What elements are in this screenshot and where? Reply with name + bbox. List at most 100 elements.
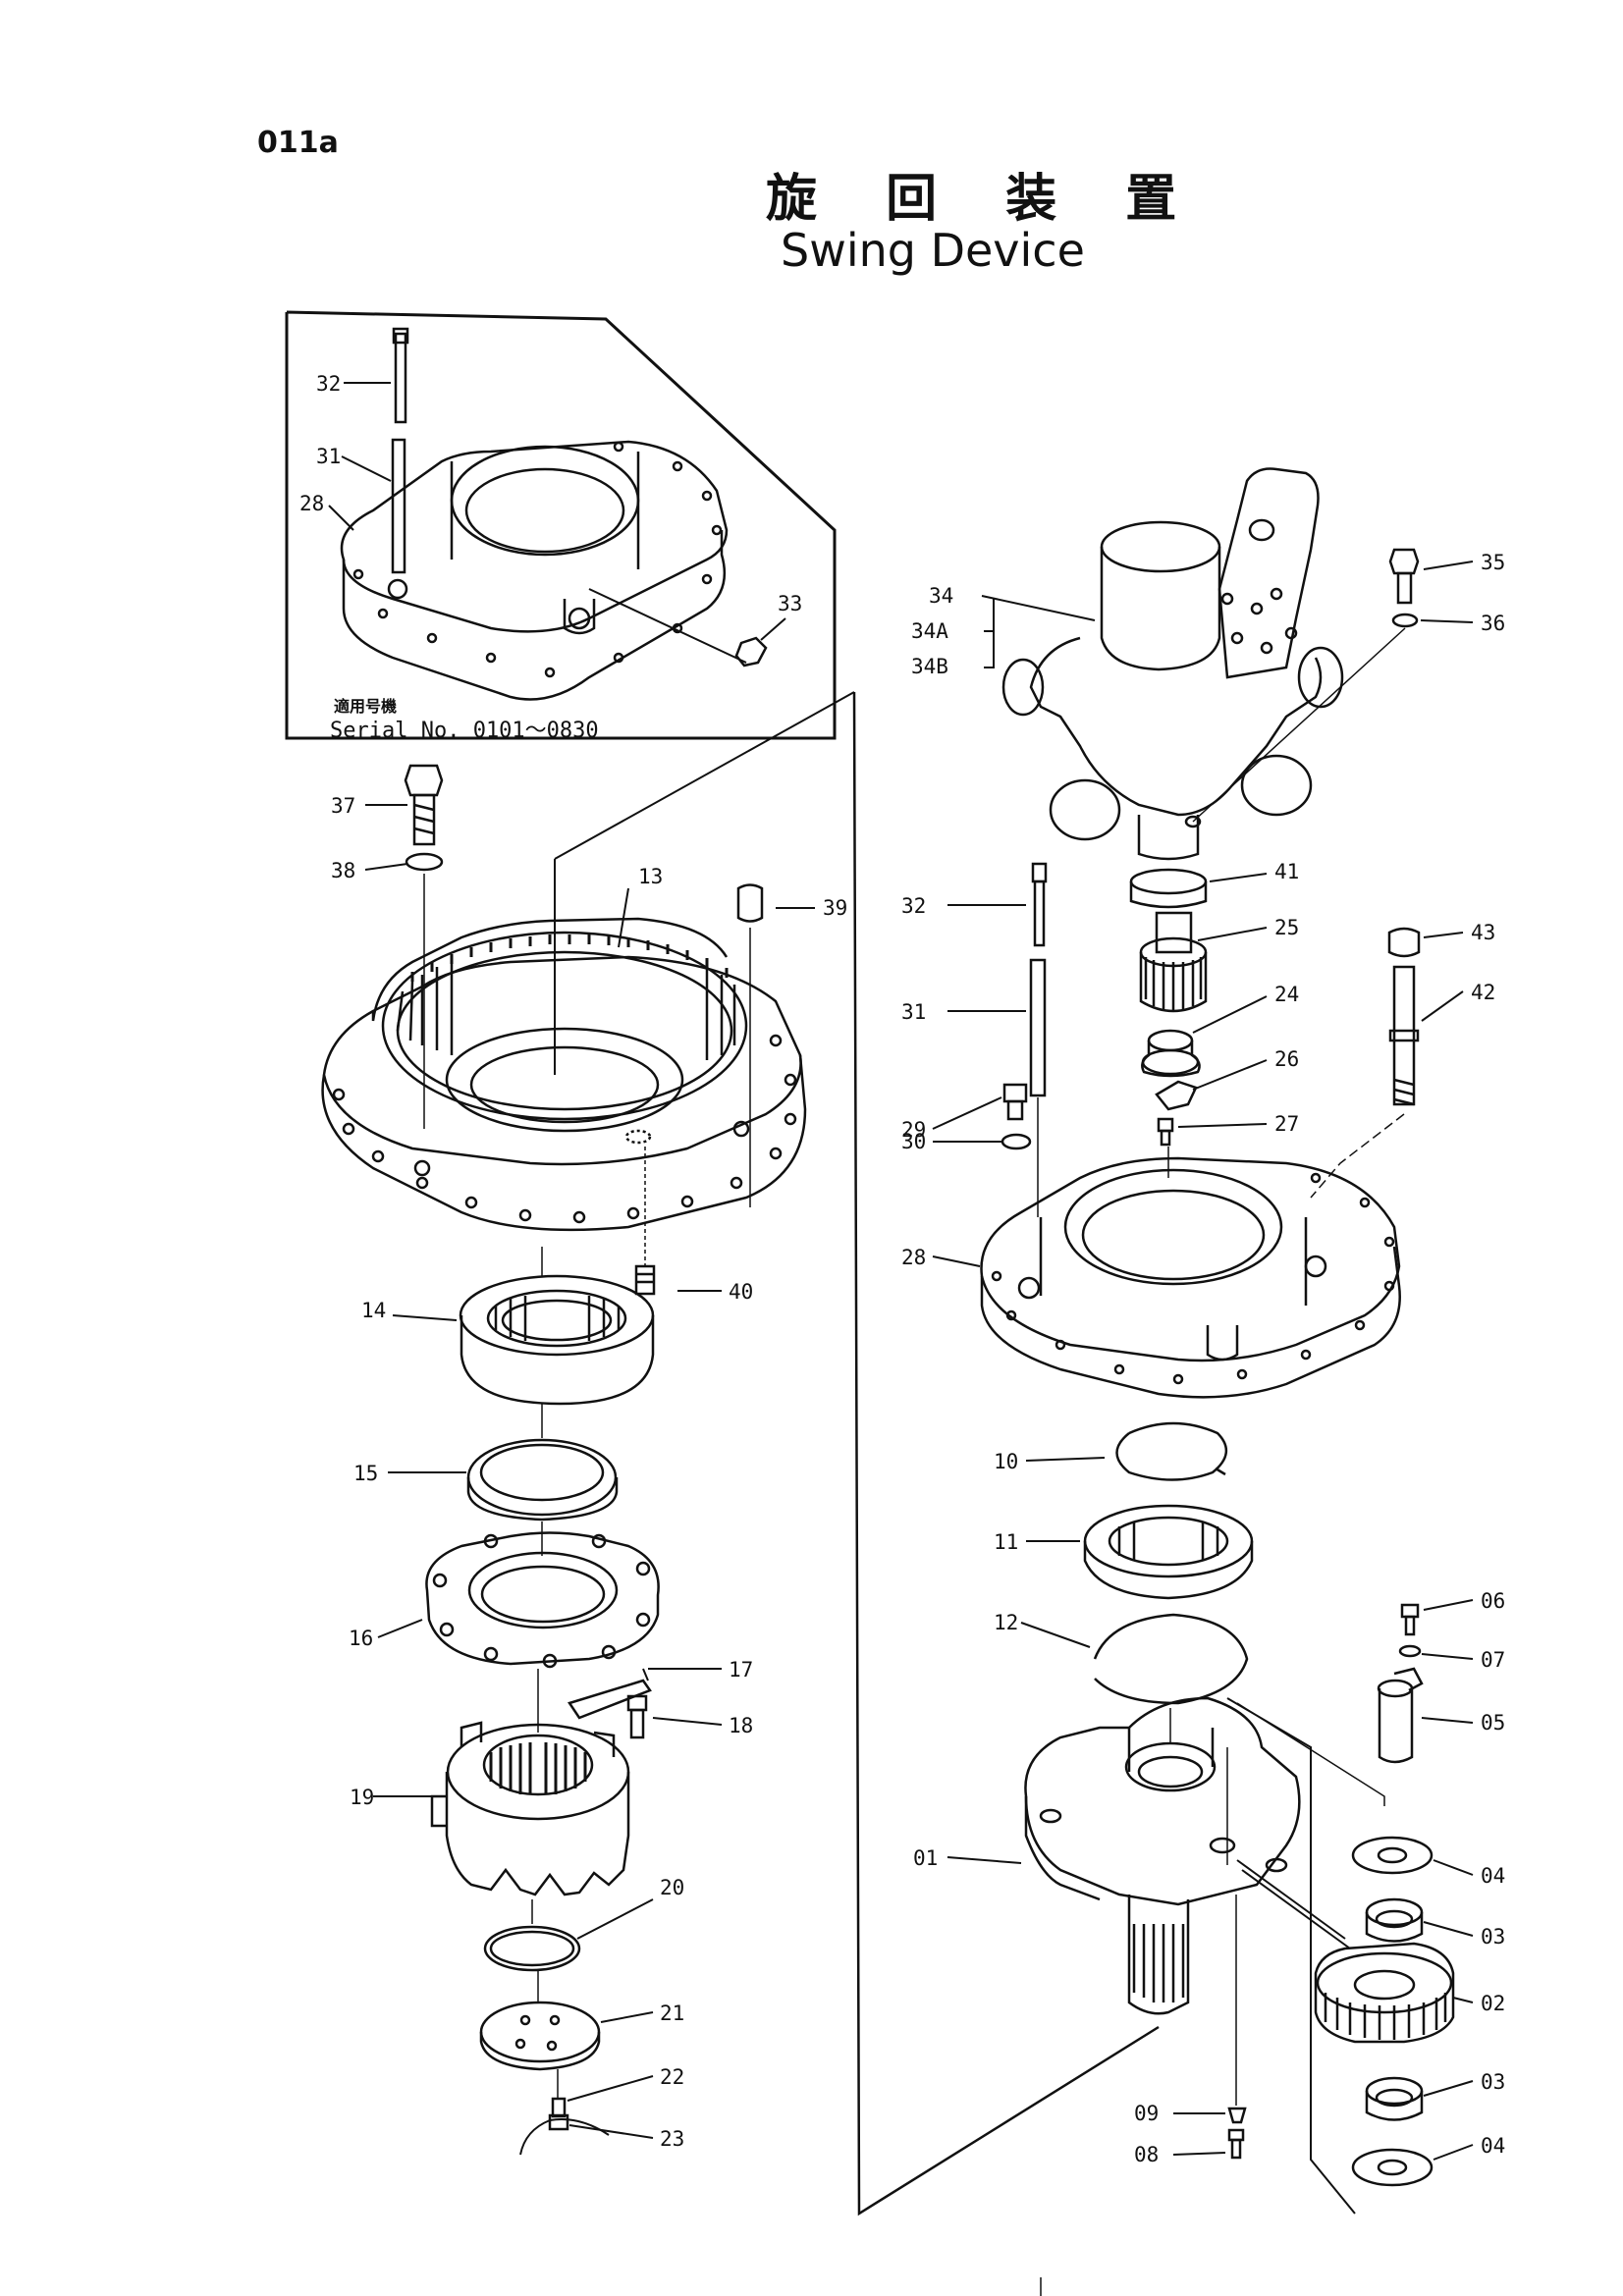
label-32-inset: 32 xyxy=(316,372,341,396)
lock-plate-26 xyxy=(1155,1080,1198,1111)
label-02: 02 xyxy=(1481,1992,1505,2015)
lock-plate-17 xyxy=(568,1679,652,1720)
housing-28 xyxy=(980,1156,1401,1399)
label-05: 05 xyxy=(1481,1711,1505,1735)
label-10: 10 xyxy=(994,1450,1018,1473)
sun-gear-25 xyxy=(1139,911,1208,1013)
label-19: 19 xyxy=(350,1786,374,1809)
label-31: 31 xyxy=(901,1000,926,1024)
label-14: 14 xyxy=(361,1299,386,1322)
label-04-top: 04 xyxy=(1481,1864,1505,1888)
label-34A: 34A xyxy=(911,619,948,643)
label-27: 27 xyxy=(1274,1112,1299,1136)
carrier-01 xyxy=(1024,1696,1301,2015)
bolt-29 xyxy=(1002,1083,1028,1121)
pin-31 xyxy=(1029,958,1047,1097)
title-japanese: 旋 回 装 置 xyxy=(766,170,1203,229)
label-04-bottom: 04 xyxy=(1481,2134,1505,2158)
inset-caption-serial: Serial No. 0101～0830 xyxy=(330,719,599,743)
label-35: 35 xyxy=(1481,551,1505,574)
inset-plug-33 xyxy=(734,636,768,667)
bolt-06 xyxy=(1400,1603,1420,1636)
title-english: Swing Device xyxy=(781,224,1085,277)
washer-30 xyxy=(1001,1133,1032,1150)
label-34: 34 xyxy=(929,584,953,608)
label-22: 22 xyxy=(660,2065,684,2089)
o-ring-20 xyxy=(483,1925,581,1972)
dowel-39 xyxy=(736,883,764,923)
label-21: 21 xyxy=(660,2002,684,2025)
label-25: 25 xyxy=(1274,916,1299,939)
inset-pin-31 xyxy=(391,438,406,574)
gear-19 xyxy=(430,1721,630,1896)
label-08: 08 xyxy=(1134,2143,1159,2166)
thrust-washer-04-top xyxy=(1351,1836,1434,1875)
plate-21 xyxy=(479,2001,601,2071)
label-30: 30 xyxy=(901,1130,926,1153)
inset-bolt-32-head xyxy=(392,327,409,345)
snap-ring-12 xyxy=(1093,1613,1249,1705)
label-38: 38 xyxy=(331,859,355,882)
label-01: 01 xyxy=(913,1846,938,1870)
label-29: 29 xyxy=(901,1118,926,1142)
label-18: 18 xyxy=(729,1714,753,1737)
plug-40 xyxy=(634,1264,656,1296)
bearing-14 xyxy=(459,1274,655,1406)
inset-caption-applicable: 適用号機 xyxy=(334,697,398,716)
label-06: 06 xyxy=(1481,1589,1505,1613)
label-03-top: 03 xyxy=(1481,1925,1505,1949)
snap-ring-10 xyxy=(1115,1421,1227,1481)
bolt-09 xyxy=(1227,2107,1247,2124)
ring-41 xyxy=(1129,868,1208,909)
washer-38 xyxy=(405,852,444,872)
label-31-inset: 31 xyxy=(316,445,341,468)
bolt-22 xyxy=(548,2097,569,2131)
label-17: 17 xyxy=(729,1658,753,1682)
bearing-11 xyxy=(1083,1504,1254,1600)
label-12: 12 xyxy=(994,1611,1018,1634)
bolt-35 xyxy=(1388,548,1420,605)
label-07: 07 xyxy=(1481,1648,1505,1672)
label-23: 23 xyxy=(660,2127,684,2151)
cap-43 xyxy=(1387,927,1421,958)
label-39: 39 xyxy=(823,896,847,920)
thrust-washer-04-bottom xyxy=(1351,2148,1434,2187)
label-32: 32 xyxy=(901,894,926,918)
ring-gear-housing-13 xyxy=(321,917,807,1232)
label-34B: 34B xyxy=(911,655,948,678)
label-11: 11 xyxy=(994,1530,1018,1554)
label-28-inset: 28 xyxy=(299,492,324,515)
bolt-37 xyxy=(404,764,444,846)
retainer-16 xyxy=(425,1531,660,1669)
label-28: 28 xyxy=(901,1246,926,1269)
label-40: 40 xyxy=(729,1280,753,1304)
label-13: 13 xyxy=(638,865,663,888)
bolt-27 xyxy=(1157,1117,1174,1147)
label-09: 09 xyxy=(1134,2102,1159,2125)
label-03-bottom: 03 xyxy=(1481,2070,1505,2094)
label-43: 43 xyxy=(1471,921,1495,944)
bolt-32 xyxy=(1031,862,1048,947)
needle-bearing-03-bottom xyxy=(1365,2076,1424,2121)
rod-42 xyxy=(1388,965,1420,1106)
label-33: 33 xyxy=(778,592,802,615)
label-20: 20 xyxy=(660,1876,684,1899)
wire-23 xyxy=(519,2118,610,2156)
pin-05 xyxy=(1377,1667,1424,1764)
label-16: 16 xyxy=(349,1627,373,1650)
inset-bolt-32 xyxy=(394,332,407,424)
label-42: 42 xyxy=(1471,981,1495,1004)
needle-bearing-03-top xyxy=(1365,1897,1424,1943)
inset-box xyxy=(285,310,837,740)
label-37: 37 xyxy=(331,794,355,818)
pin-08 xyxy=(1227,2128,1245,2160)
label-15: 15 xyxy=(353,1462,378,1485)
washer-36 xyxy=(1391,613,1419,628)
swing-motor-34 xyxy=(1001,467,1344,861)
planet-gear-02 xyxy=(1314,1942,1455,2044)
collar-24 xyxy=(1141,1029,1201,1078)
label-41: 41 xyxy=(1274,860,1299,883)
page-code: 011a xyxy=(257,126,339,160)
label-26: 26 xyxy=(1274,1047,1299,1071)
